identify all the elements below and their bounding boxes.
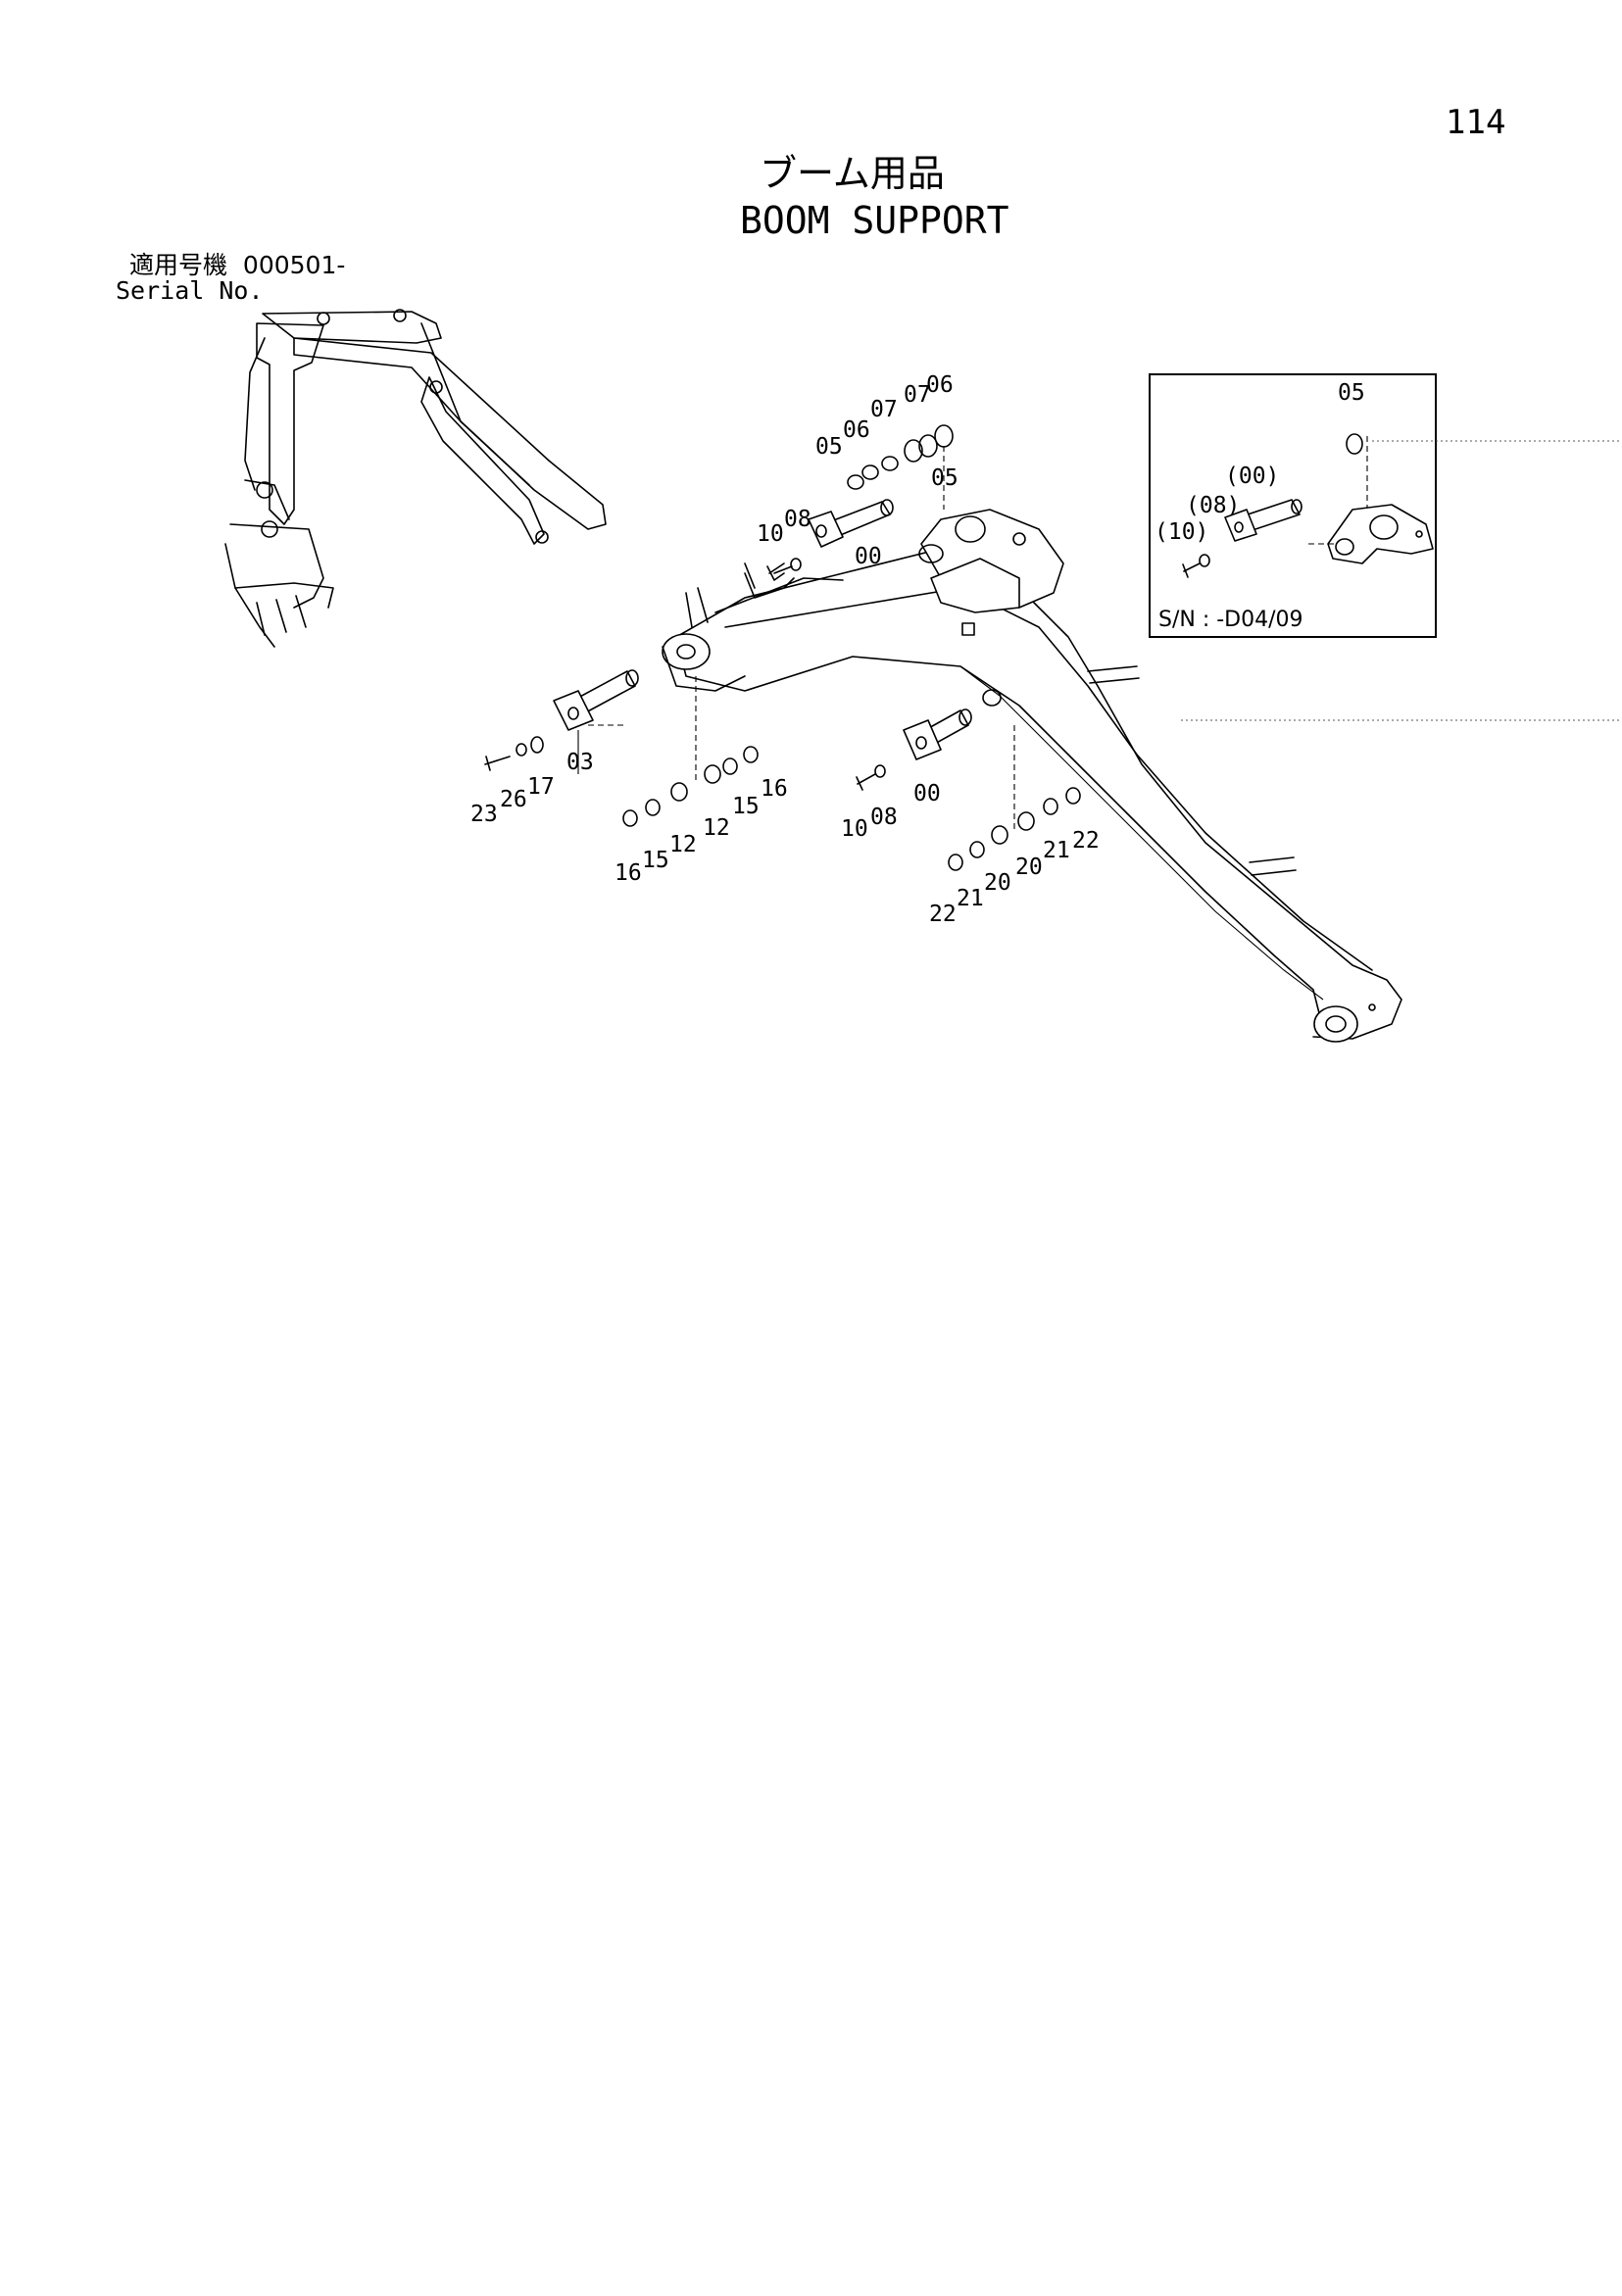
page-title-japanese: ブーム用品 <box>760 152 945 195</box>
callout-17: 17 <box>527 774 555 800</box>
main-boom-drawing <box>662 509 1402 1043</box>
inset-callout-00: (00) <box>1225 464 1279 489</box>
inset-callout-05: 05 <box>1338 380 1365 406</box>
inset-serial-note: S/N : -D04/09 <box>1158 608 1303 632</box>
serial-label-english: Serial No. <box>116 276 264 305</box>
callout-00-lower: 00 <box>913 781 941 806</box>
callout-00-top: 00 <box>855 544 882 569</box>
callout-03: 03 <box>566 750 594 775</box>
inset-callout-labels: 05 (00) (08) (10) <box>1155 380 1365 545</box>
callout-15-left: 15 <box>642 848 669 873</box>
callout-08-top: 08 <box>784 507 811 532</box>
callout-16-right: 16 <box>761 776 788 802</box>
serial-label-jp-text: 適用号機 <box>129 251 228 279</box>
callout-12-right: 12 <box>703 815 730 841</box>
callout-16-left: 16 <box>614 860 642 886</box>
page-number: 114 <box>1446 103 1506 142</box>
callout-21-left: 21 <box>957 886 984 911</box>
serial-number-value: 000501- <box>242 251 346 279</box>
callout-10-top: 10 <box>757 521 784 547</box>
serial-label-japanese: 適用号機 000501- <box>129 253 345 277</box>
inset-detail-drawing <box>1182 433 1434 578</box>
inset-detail-frame <box>1149 373 1437 638</box>
callout-22-right: 22 <box>1072 828 1100 854</box>
callout-07-top-left: 07 <box>870 397 898 422</box>
callout-20-left: 20 <box>984 870 1011 896</box>
callout-05-top-right: 05 <box>931 465 958 491</box>
callout-05-top-left: 05 <box>815 434 843 460</box>
callout-21-right: 21 <box>1043 838 1070 863</box>
callout-15-right: 15 <box>732 794 760 819</box>
page-title-english: BOOM SUPPORT <box>740 199 1009 242</box>
callout-22-left: 22 <box>929 902 957 927</box>
callout-20-right: 20 <box>1015 855 1043 880</box>
callout-07-top-right: 07 <box>904 382 931 408</box>
callout-26: 26 <box>500 787 527 812</box>
parts-drawing <box>484 424 1622 871</box>
main-callout-labels: 06 07 07 06 05 05 10 08 00 03 17 26 23 1… <box>470 372 1100 927</box>
inset-callout-10: (10) <box>1155 519 1208 545</box>
overview-excavator-drawing <box>224 309 607 648</box>
callout-10-lower: 10 <box>841 816 868 842</box>
callout-08-lower: 08 <box>870 805 898 830</box>
callout-23: 23 <box>470 802 498 827</box>
callout-12-left: 12 <box>669 832 697 857</box>
callout-06-top-left: 06 <box>843 417 870 443</box>
inset-callout-08: (08) <box>1186 493 1240 518</box>
callout-06-top: 06 <box>926 372 954 398</box>
